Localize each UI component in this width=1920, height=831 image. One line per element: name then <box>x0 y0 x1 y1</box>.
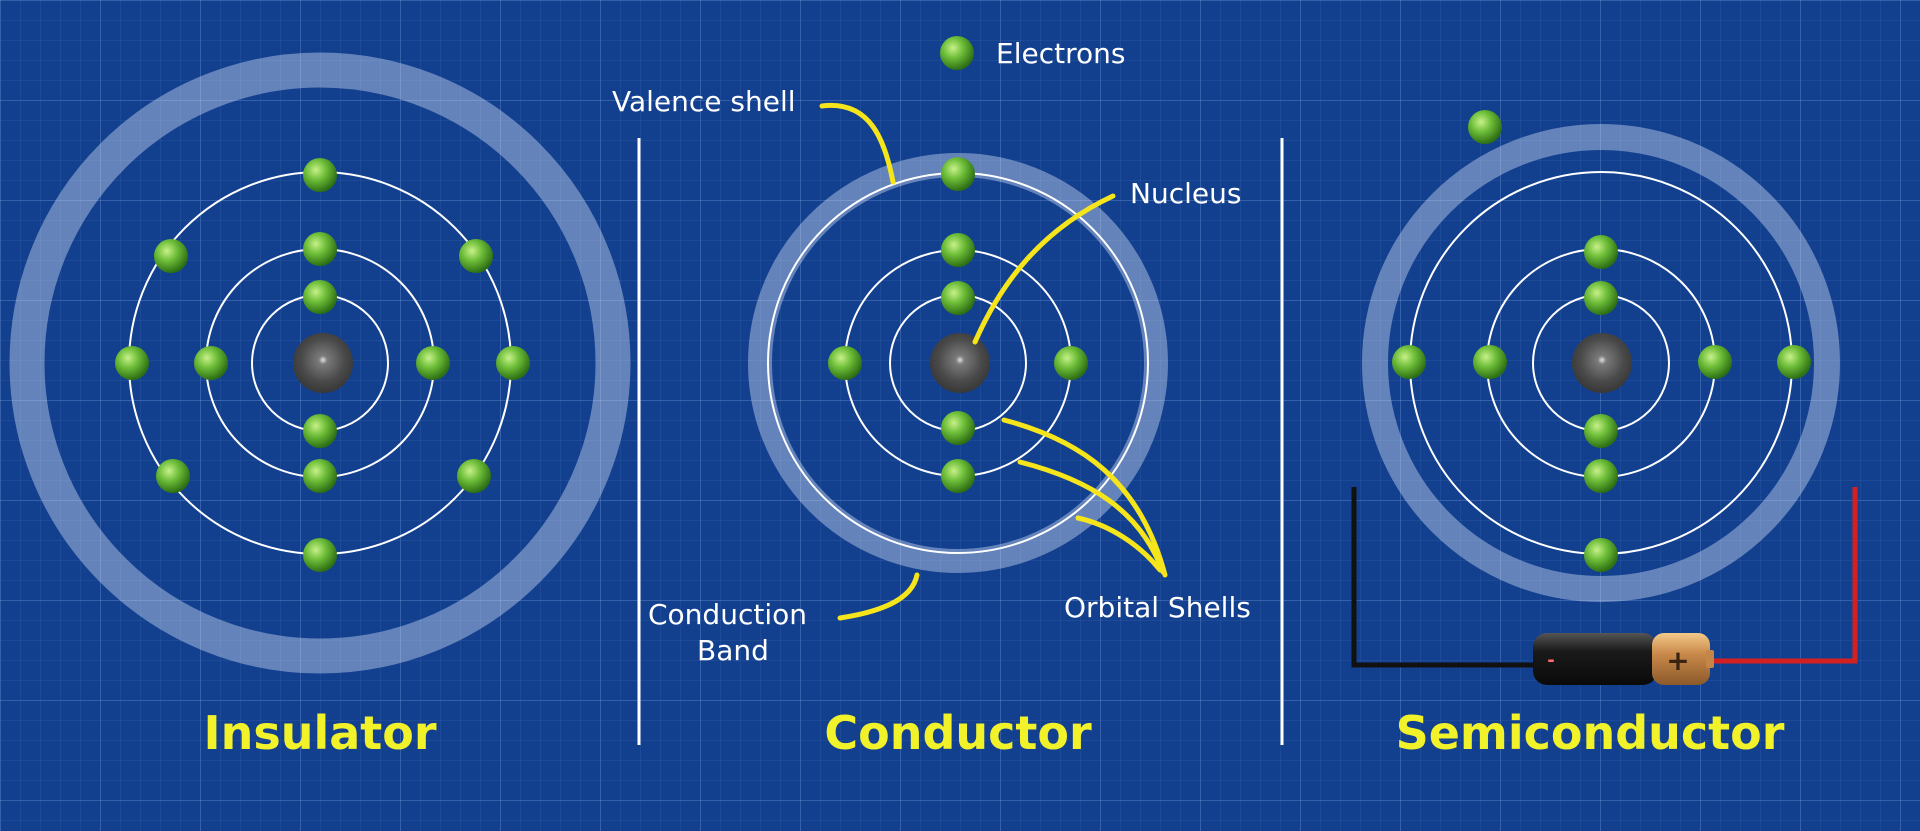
insulator-electrons <box>115 158 530 572</box>
electron <box>1473 345 1507 379</box>
nucleus-pointer <box>972 193 1116 345</box>
conduction-band-label-line2: Band <box>697 634 769 667</box>
semiconductor-electrons <box>1392 110 1811 572</box>
insulator-atom <box>9 52 631 674</box>
battery-negative-symbol: - <box>1547 650 1554 671</box>
electron <box>1698 345 1732 379</box>
electron <box>303 232 337 266</box>
electron <box>457 459 491 493</box>
electron <box>459 239 493 273</box>
battery-positive-symbol: + <box>1666 644 1689 677</box>
electron <box>941 459 975 493</box>
conductor-electrons <box>828 157 1088 493</box>
nucleus-label: Nucleus <box>1130 177 1241 210</box>
electron <box>1584 459 1618 493</box>
battery: - + <box>1533 633 1714 685</box>
electron <box>303 414 337 448</box>
electron <box>156 459 190 493</box>
valence-shell-label: Valence shell <box>612 85 796 118</box>
insulator-conduction-band <box>9 52 631 674</box>
conduction-band-pointer <box>837 572 920 621</box>
orbital-shells-pointer-middle <box>1017 459 1166 575</box>
electron <box>194 346 228 380</box>
electron <box>1777 345 1811 379</box>
electron <box>1584 414 1618 448</box>
free-electron <box>1468 110 1502 144</box>
legend-electron-icon <box>940 36 974 70</box>
electron <box>941 233 975 267</box>
electron <box>1584 538 1618 572</box>
semiconductor-atom <box>1362 110 1840 602</box>
valence-shell-pointer <box>819 102 896 185</box>
conductor-title: Conductor <box>824 706 1092 760</box>
orbital-shells-pointer-inner <box>1001 417 1168 578</box>
electron <box>115 346 149 380</box>
conductor-atom <box>748 153 1168 573</box>
electron <box>941 157 975 191</box>
semiconductor-title: Semiconductor <box>1396 706 1785 760</box>
positive-wire <box>1710 487 1858 664</box>
electron <box>154 239 188 273</box>
orbital-shells-pointer-outer <box>1075 515 1163 573</box>
insulator-title: Insulator <box>203 706 436 760</box>
semiconductor-conduction-band <box>1362 124 1840 602</box>
electron <box>303 158 337 192</box>
insulator-nucleus <box>293 333 353 393</box>
battery-body <box>1533 633 1657 685</box>
electron <box>828 346 862 380</box>
annotation-lines <box>819 102 1168 621</box>
conduction-band-label-line1: Conduction <box>648 598 807 631</box>
electron <box>941 411 975 445</box>
electron <box>1584 281 1618 315</box>
electron <box>1054 346 1088 380</box>
electron <box>1584 235 1618 269</box>
semiconductor-nucleus <box>1572 333 1632 393</box>
electron <box>303 538 337 572</box>
electron <box>941 281 975 315</box>
battery-terminal <box>1706 650 1714 668</box>
legend-label: Electrons <box>996 37 1125 70</box>
negative-wire <box>1351 487 1535 668</box>
electron <box>303 459 337 493</box>
electron <box>416 346 450 380</box>
legend: Electrons <box>940 36 1125 70</box>
conductor-nucleus <box>930 333 990 393</box>
electron <box>496 346 530 380</box>
orbital-shells-label: Orbital Shells <box>1064 591 1251 624</box>
electron <box>1392 345 1426 379</box>
electron <box>303 280 337 314</box>
battery-positive-cap <box>1652 633 1710 685</box>
battery-circuit: - + <box>1351 487 1858 685</box>
